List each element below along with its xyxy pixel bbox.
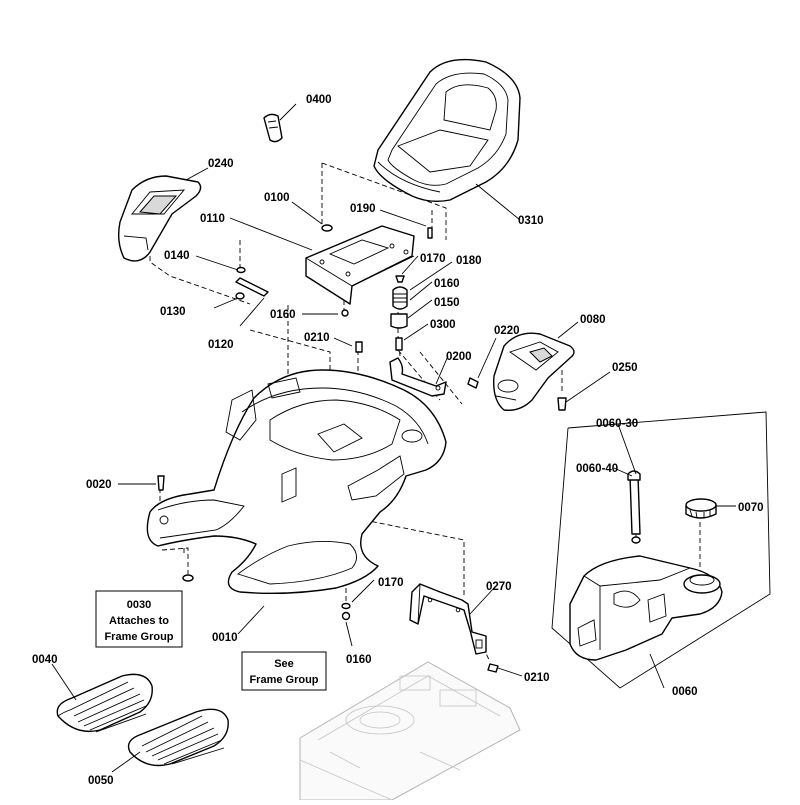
part-0310-seat [373,58,521,203]
callout-0270: 0270 [486,581,512,593]
callout-0170-lower: 0170 [378,577,404,589]
callout-0040: 0040 [32,654,58,666]
callout-0250: 0250 [612,362,638,374]
callout-0210-lower: 0210 [524,672,550,684]
screw-0220 [467,377,479,389]
note-attaches-callout: 0030 [127,599,151,611]
callout-0060: 0060 [672,686,698,698]
callout-labels: 0400 0240 0100 0110 0190 0310 0140 0170 … [32,94,764,787]
callout-0180: 0180 [456,255,482,267]
callout-0050: 0050 [88,775,114,787]
nut-0130 [235,292,245,300]
part-0010-deck [146,369,447,595]
callout-0060-30: 0060-30 [596,418,638,430]
bolt-0210a [355,341,363,353]
part-0270-bracket [409,583,487,655]
callout-0400: 0400 [306,94,332,106]
strap-0130 [235,277,269,297]
washer-0100 [321,224,333,232]
callout-0170-upper: 0170 [420,253,446,265]
ghost-frame-reference [299,661,521,801]
callout-0010: 0010 [212,632,238,644]
callout-0140: 0140 [164,250,190,262]
callout-0220: 0220 [494,325,520,337]
callout-0160-mid: 0160 [270,309,296,321]
note-attaches-line2: Frame Group [104,631,173,643]
bumper-0150 [390,313,408,329]
leader-lines [51,103,736,773]
screw-0020 [157,475,165,491]
note-attaches-to-frame: 0030 Attaches to Frame Group [95,590,183,648]
part-0240-pod [117,175,202,262]
callout-0120: 0120 [208,339,234,351]
note-see-frame-group: See Frame Group [241,651,327,691]
part-0060-fuel-tank [569,555,723,661]
part-0050-mat [127,708,229,767]
nut-0170 [395,275,405,283]
part-0080-pod [493,332,575,411]
callout-0190: 0190 [350,203,376,215]
note-see-line1: See [274,658,294,670]
bolt-0210b [487,663,499,673]
part-0070-fuel-cap [685,498,717,519]
nut-0030 [182,574,194,582]
callout-0020: 0020 [86,479,112,491]
nut-0160 [341,309,349,317]
part-0400-grip [263,113,283,143]
callout-0160-upper: 0160 [434,278,460,290]
note-see-line2: Frame Group [249,674,318,686]
callout-0130: 0130 [160,306,186,318]
callout-0310: 0310 [518,215,544,227]
part-0200-bracket [389,357,447,397]
callout-0160-lower: 0160 [346,654,372,666]
callout-0060-40: 0060-40 [576,463,618,475]
nut-0160c [341,611,351,621]
part-0040-mat [56,673,153,733]
callout-0110: 0110 [200,213,225,225]
callout-0300: 0300 [430,319,456,331]
callout-0200: 0200 [446,351,472,363]
callout-0210-upper: 0210 [304,332,330,344]
callout-0080: 0080 [580,314,606,326]
bolt-0300 [395,337,403,351]
grommet-0060-40 [631,536,641,544]
washer-0170b [341,602,351,610]
bolt-0190 [427,227,433,239]
callout-0240: 0240 [208,158,234,170]
callout-0070: 0070 [738,502,764,514]
fuel-tank-group-frame [551,411,771,689]
screw-0250 [557,397,567,411]
washer-0140 [236,266,246,274]
note-attaches-line1: Attaches to [109,615,169,627]
part-0060-30-vent-tube [627,470,641,535]
callout-0100: 0100 [264,192,290,204]
part-0110-seat-pan [305,225,415,305]
callout-0150: 0150 [434,297,460,309]
